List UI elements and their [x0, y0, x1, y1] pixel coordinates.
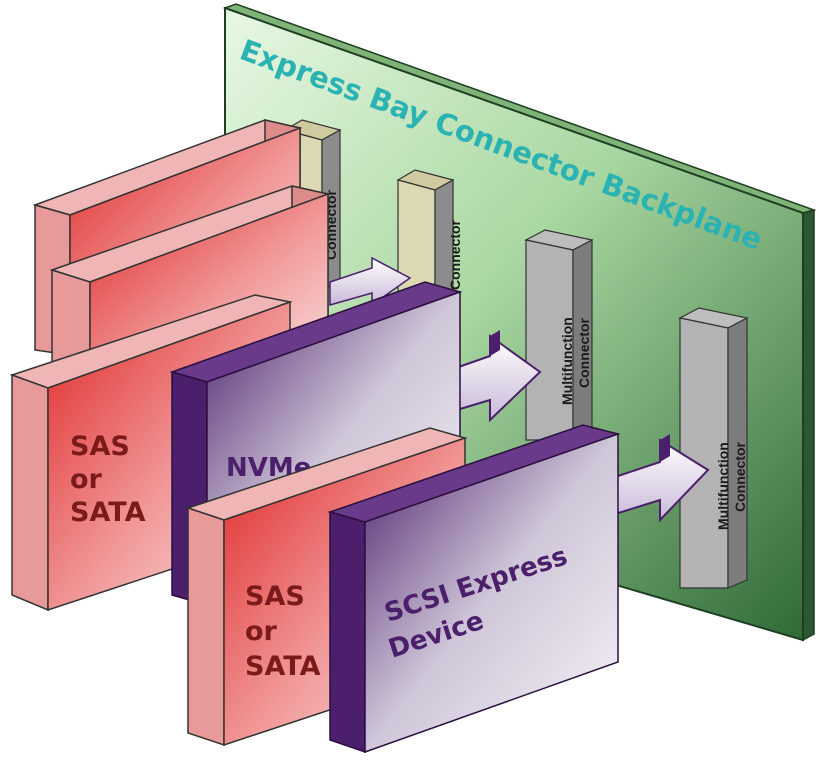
sas-bottom-label-line1: SAS [245, 581, 305, 612]
sas-bottom-label-line2: or [245, 616, 278, 647]
connector-4-label-line1: Multifunction [715, 442, 731, 530]
arrow-back-small [329, 256, 412, 307]
connector-3 [524, 229, 594, 441]
arrow-scsi-to-connector [611, 434, 710, 523]
sas-front-label-line3: SATA [70, 497, 146, 528]
scsi-express-device [327, 424, 621, 754]
connector-4 [678, 307, 749, 589]
sas-bottom-label-line3: SATA [245, 651, 321, 682]
sas-front-label-line1: SAS [70, 431, 130, 462]
sas-front-label-line2: or [70, 464, 103, 495]
connector-2-label: Connector [447, 219, 463, 290]
connector-3-label-line2: Connector [576, 317, 592, 388]
connector-4-label-line2: Connector [732, 441, 748, 512]
connector-3-label-line1: Multifunction [559, 317, 575, 405]
